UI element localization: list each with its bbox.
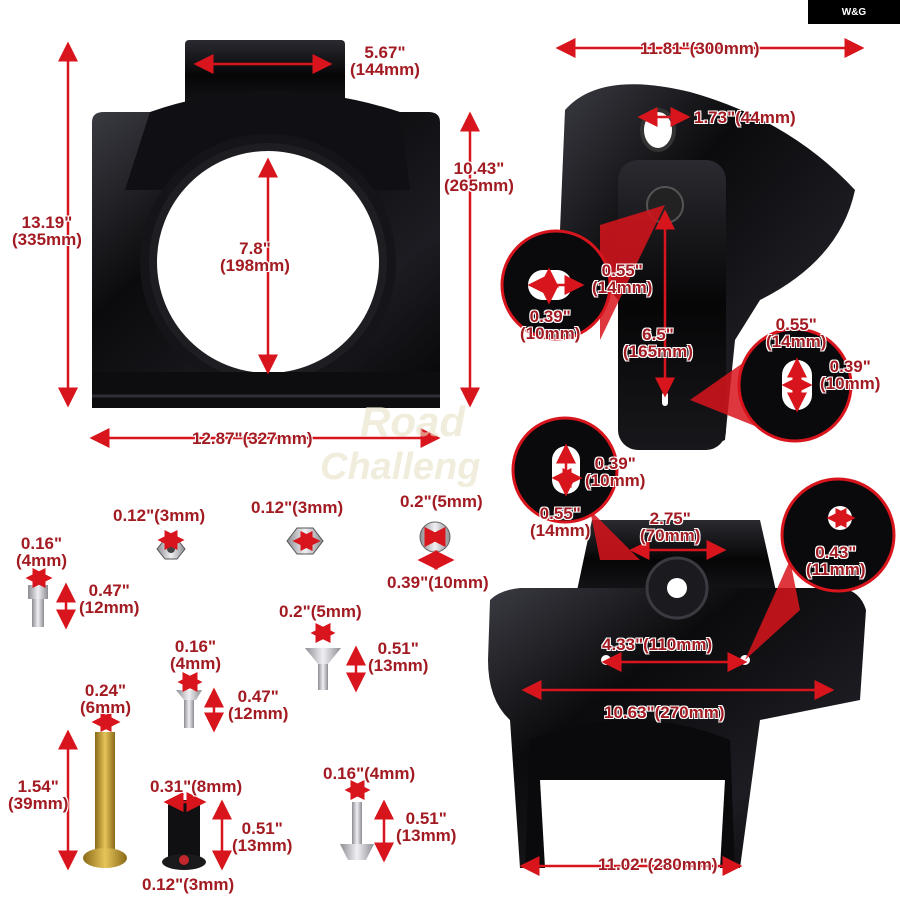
dim-hole-spacing: 6.5"(165mm) [623, 325, 693, 361]
front-fairing [92, 40, 440, 408]
dim-hole-spacing-rear: 4.33"(110mm) [602, 635, 713, 654]
dim-screw1-l: 0.47"(12mm) [79, 581, 140, 617]
watermark-line2: Challeng [320, 446, 481, 488]
dim-bolt-d: 0.24"(6mm) [80, 681, 132, 717]
dim-screw4-d: 0.16"(4mm) [323, 764, 416, 783]
dim-wellnut-d: 0.31"(8mm) [150, 777, 243, 796]
dim-opening-diameter: 7.8"(198mm) [220, 239, 290, 275]
dim-slot-c-h: 0.39"(10mm) [585, 454, 646, 490]
dim-screw1-d: 0.16"(4mm) [16, 534, 68, 570]
dim-width-top: 5.67"(144mm) [350, 43, 420, 79]
dim-wellnut-inner: 0.12"(3mm) [142, 875, 235, 894]
dim-washer-inner: 0.2"(5mm) [400, 492, 483, 511]
dim-side-height: 10.43"(265mm) [444, 159, 514, 195]
dim-screw3-l: 0.47"(12mm) [228, 687, 289, 723]
dim-width: 12.87"(327mm) [192, 429, 313, 448]
zoom-circle-hole [745, 477, 896, 660]
dim-height: 13.19"(335mm) [12, 213, 82, 249]
dim-slot-width: 1.73"(44mm) [694, 108, 796, 127]
dim-nut1: 0.12"(3mm) [113, 506, 206, 525]
dim-slot-b-h: 0.39"(10mm) [820, 357, 881, 393]
dim-hole-diameter: 0.43"(11mm) [806, 543, 866, 579]
dim-screw3-d: 0.16"(4mm) [170, 637, 222, 673]
dim-slot-a-h: 0.39"(10mm) [520, 307, 581, 343]
dim-bottom-width: 11.02"(280mm) [598, 855, 718, 874]
dim-slot-c-w: 0.55"(14mm) [530, 504, 591, 540]
brand-logo: W&G [808, 0, 900, 24]
dim-screw2-d: 0.2"(5mm) [279, 602, 362, 621]
rear-fairing [488, 520, 866, 868]
dim-depth: 11.81"(300mm) [640, 39, 760, 58]
dim-screw2-l: 0.51"(13mm) [368, 639, 429, 675]
dim-wellnut-l: 0.51"(13mm) [232, 819, 293, 855]
dim-bolt-l: 1.54"(39mm) [8, 777, 69, 813]
dim-top-width: 2.75"(70mm) [640, 509, 701, 545]
dim-rear-width: 10.63"(270mm) [604, 703, 725, 722]
dim-screw4-l: 0.51"(13mm) [396, 809, 457, 845]
watermark-line1: Road [360, 398, 465, 445]
dim-nut2: 0.12"(3mm) [251, 498, 344, 517]
dim-slot-a-w: 0.55"(14mm) [592, 261, 653, 297]
dim-slot-b-w: 0.55"(14mm) [766, 315, 827, 351]
dim-washer-outer: 0.39"(10mm) [387, 573, 489, 592]
dimension-lines [25, 38, 865, 876]
